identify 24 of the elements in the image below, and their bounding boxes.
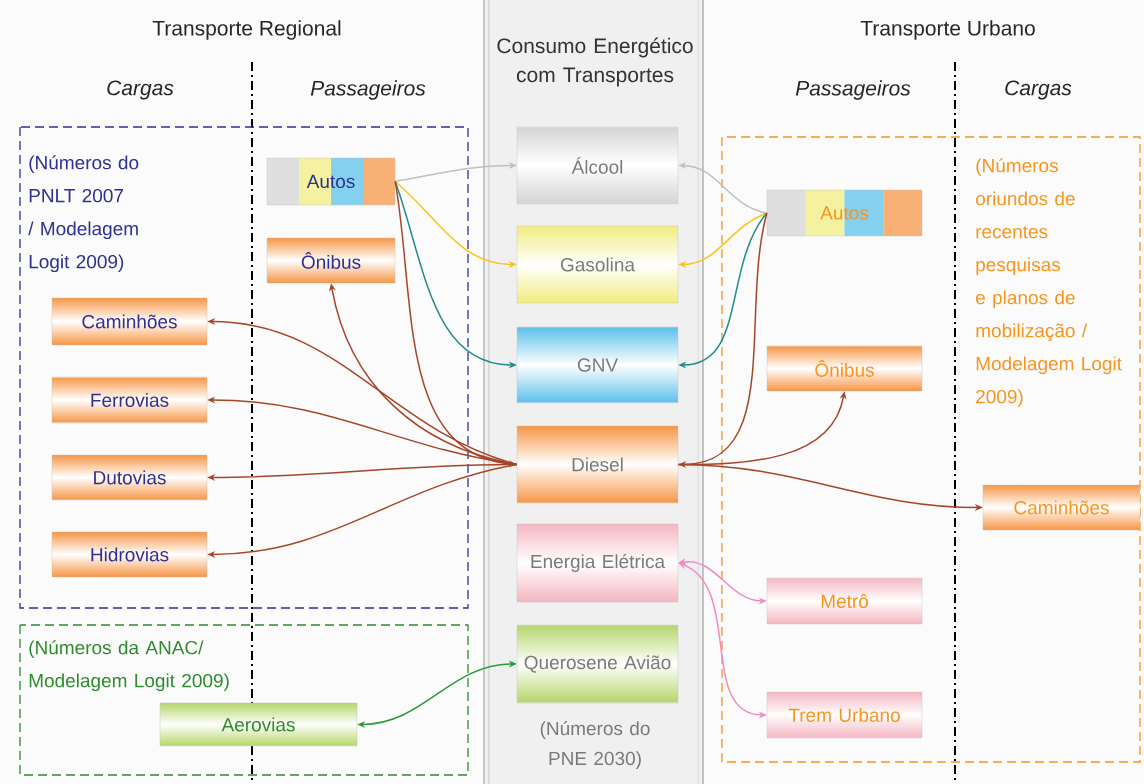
column-heading: Passageiros [310,80,426,100]
process-box: Gasolina [516,225,679,304]
process-box: Trem Urbano [766,691,923,739]
section-heading: Transporte Regional [152,20,341,40]
striped-box: Autos [766,189,923,237]
process-box: Caminhões [982,484,1141,531]
process-box: Metrô [766,577,923,625]
column-heading: Cargas [107,80,174,100]
process-box: Ferrovias [51,376,208,424]
process-box: Aerovias [159,702,358,747]
column-heading: Passageiros [795,80,911,100]
process-box: GNV [516,326,679,404]
process-box: Álcool [516,126,679,205]
process-box: Hidrovias [51,531,208,578]
process-box: Diesel [516,425,679,504]
striped-box: Autos [266,157,396,206]
section-heading: Transporte Urbano [860,20,1035,40]
process-box: Ônibus [266,237,396,284]
process-box: Ônibus [766,345,923,392]
process-box: Caminhões [51,297,208,346]
process-box: Energia Elétrica [516,523,679,603]
column-heading: Cargas [1005,80,1072,100]
process-box: Dutovias [51,454,208,501]
process-box: Querosene Avião [516,624,679,704]
